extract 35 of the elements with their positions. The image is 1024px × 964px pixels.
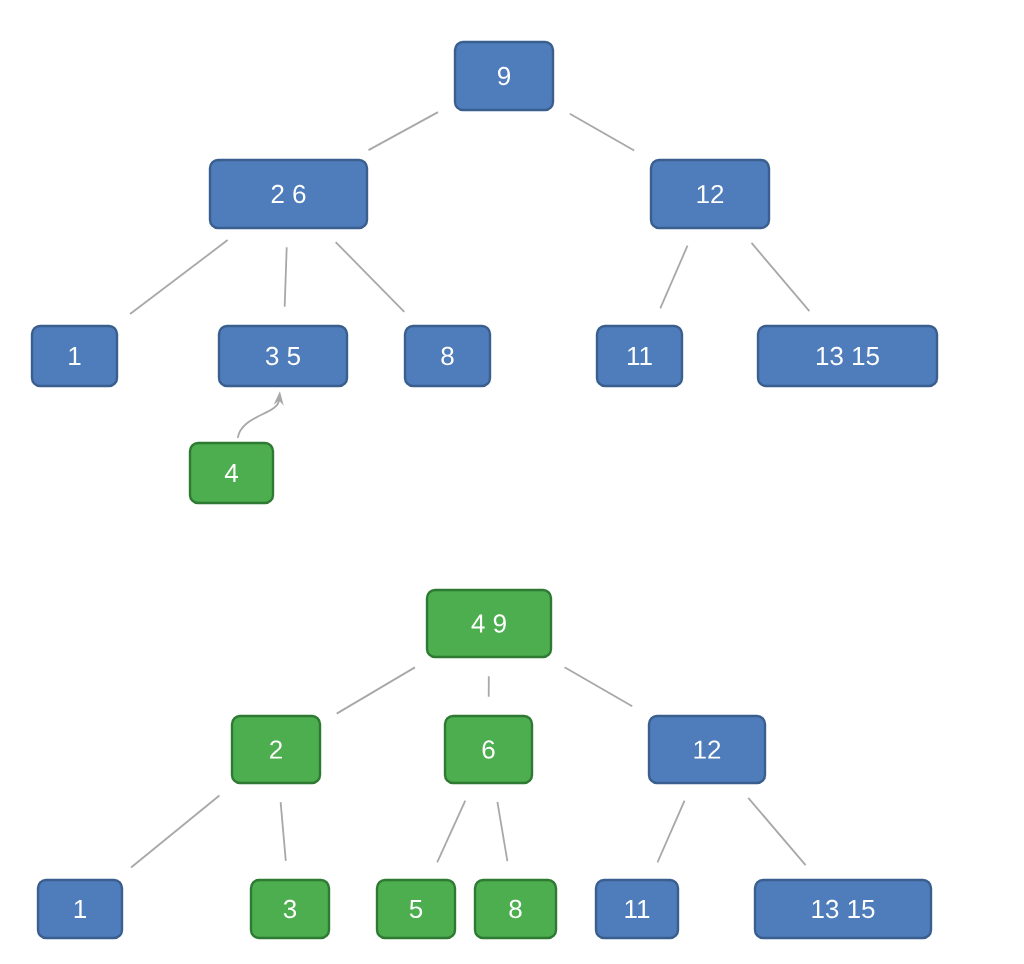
tree-node-box: 12 <box>647 714 767 785</box>
tree-node-box: 8 <box>473 878 558 940</box>
tree-node-box: 3 <box>249 878 331 940</box>
tree-node-box: 2 <box>230 714 322 785</box>
tree-node-box: 2 6 <box>208 158 369 230</box>
connector-line <box>279 801 287 862</box>
tree-node-box: 6 <box>443 714 534 785</box>
connector-line <box>487 675 490 698</box>
connector-line <box>747 797 807 866</box>
tree-node-box: 5 <box>375 878 457 940</box>
tree-node-box: 11 <box>595 324 684 388</box>
tree-node-box: 3 5 <box>217 324 349 388</box>
connector-line <box>335 666 416 715</box>
connector-line <box>130 794 221 869</box>
connector-line <box>656 799 686 864</box>
tree-node-box: 12 <box>649 158 771 230</box>
connector-line <box>334 241 406 313</box>
tree-node-box: 4 <box>188 441 275 505</box>
connector-line <box>129 239 229 315</box>
tree-node-box: 9 <box>453 40 555 112</box>
connector-line <box>563 666 634 708</box>
tree-node-box: 11 <box>594 878 680 940</box>
tree-node-box: 1 <box>36 878 124 940</box>
tree-node-box: 1 <box>30 324 119 388</box>
connector-line <box>750 242 811 312</box>
connector-line <box>367 111 439 152</box>
connector-line <box>659 244 689 310</box>
connector-line <box>436 799 467 864</box>
tree-node-box: 13 15 <box>756 324 939 388</box>
tree-node-box: 13 15 <box>753 878 933 940</box>
connector-line <box>283 246 288 308</box>
tree-node-box: 8 <box>403 324 492 388</box>
connector-line <box>496 801 509 862</box>
connector-line <box>568 112 636 152</box>
tree-node-box: 4 9 <box>425 588 553 659</box>
